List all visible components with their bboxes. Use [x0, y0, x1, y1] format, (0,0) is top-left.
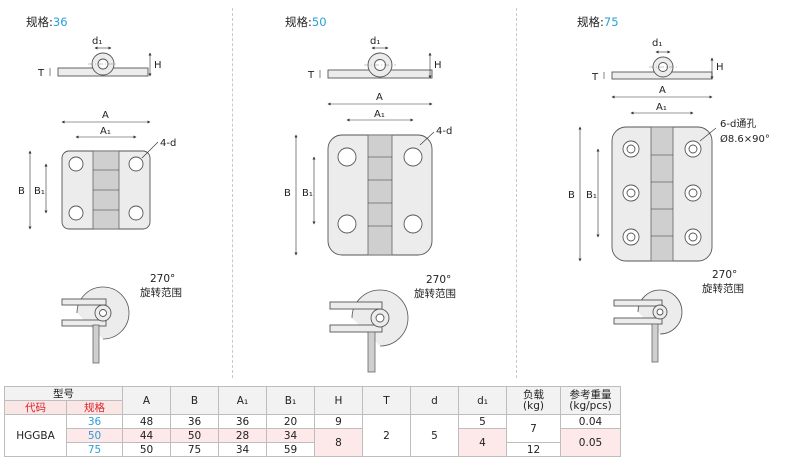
table-row: HGGBA 36 48 36 36 20 9 2 5 5 7 0.04 [4, 414, 621, 457]
cell-t: 2 [362, 414, 411, 457]
side-view-75: d₁ H T [591, 38, 724, 83]
cell-a: 44 [122, 428, 171, 443]
header-size: 规格 [66, 400, 123, 415]
cell-b1: 20 [266, 414, 315, 429]
header-model: 型号 [4, 386, 123, 401]
cell-d: 5 [410, 414, 459, 457]
dim-h-50: H [434, 60, 442, 71]
cell-a1: 36 [218, 414, 267, 429]
label-countersink-75: Ø8.6×90° [720, 133, 770, 145]
header-h: H [314, 386, 363, 415]
cell-weight: 0.04 [560, 414, 621, 429]
panel-divider-2 [516, 8, 517, 378]
rotation-view-75: 270° 旋转范围 [613, 269, 744, 363]
cell-b1: 34 [266, 428, 315, 443]
dim-b1-75: B₁ [586, 190, 597, 201]
header-a: A [122, 386, 171, 415]
rotation-angle-75: 270° [712, 269, 737, 281]
cell-size: 50 [66, 428, 123, 443]
cell-a: 50 [122, 442, 171, 457]
label-4d-36: 4-d [160, 138, 176, 149]
cell-h: 9 [314, 414, 363, 429]
dim-t-36: T [37, 68, 45, 79]
dim-a1-50: A₁ [374, 109, 385, 120]
rotation-angle-50: 270° [426, 274, 451, 286]
cell-b: 50 [170, 428, 219, 443]
spec-label-36: 规格:36 [26, 15, 68, 29]
header-t: T [362, 386, 411, 415]
dim-b-36: B [18, 186, 25, 197]
dim-d1-50: d₁ [370, 36, 380, 47]
dim-t-50: T [307, 70, 315, 81]
dim-d1-36: d₁ [92, 36, 102, 47]
table-row: 75 50 75 34 59 12 [5, 442, 621, 457]
header-b1: B₁ [266, 386, 315, 415]
cell-h: 8 [314, 428, 363, 457]
cell-size: 36 [66, 414, 123, 429]
dim-b1-50: B₁ [302, 188, 313, 199]
cell-weight: 0.05 [560, 428, 621, 457]
dim-b-50: B [284, 188, 291, 199]
spec-label-75: 规格:75 [577, 15, 619, 29]
dim-a1-75: A₁ [656, 102, 667, 113]
cell-load: 7 [506, 414, 561, 443]
header-a1: A₁ [218, 386, 267, 415]
cell-a: 48 [122, 414, 171, 429]
dim-a1-36: A₁ [100, 126, 111, 137]
rotation-caption-36: 旋转范围 [140, 286, 182, 299]
cell-size: 75 [66, 442, 123, 457]
cell-b1: 59 [266, 442, 315, 457]
rotation-caption-50: 旋转范围 [414, 287, 456, 300]
header-d1: d₁ [458, 386, 507, 415]
dim-t-75: T [591, 72, 599, 83]
cell-load: 12 [506, 442, 561, 457]
cell-b: 36 [170, 414, 219, 429]
spec-label-50: 规格:50 [285, 15, 327, 29]
cell-d1: 4 [458, 428, 507, 457]
rotation-view-50: 270° 旋转范围 [329, 274, 456, 373]
side-view-36: d₁ H T [37, 36, 162, 79]
rotation-angle-36: 270° [150, 273, 175, 285]
side-view-50: d₁ H T [307, 36, 442, 81]
cell-a1: 28 [218, 428, 267, 443]
dim-h-75: H [716, 62, 724, 73]
label-6d-75: 6-d通孔 [720, 118, 756, 130]
front-view-75: A A₁ B B₁ 6-d通孔 Ø8.6×90° [568, 85, 770, 262]
dim-a-75: A [659, 85, 666, 96]
panel-divider-1 [232, 8, 233, 378]
table-header-row: 型号 A B A₁ B₁ H T d d₁ 负载 (kg) 参考重量 (kg/p… [4, 386, 621, 415]
cell-b: 75 [170, 442, 219, 457]
cell-a1: 34 [218, 442, 267, 457]
spec-table: 型号 A B A₁ B₁ H T d d₁ 负载 (kg) 参考重量 (kg/p… [4, 386, 621, 457]
dim-b-75: B [568, 190, 575, 201]
cell-code: HGGBA [4, 414, 67, 457]
header-d: d [410, 386, 459, 415]
dim-b1-36: B₁ [34, 186, 45, 197]
rotation-view-36: 270° 旋转范围 [61, 273, 182, 364]
dim-a-36: A [102, 110, 109, 121]
front-view-36: A A₁ B B₁ 4-d [18, 110, 176, 230]
header-code: 代码 [4, 400, 67, 415]
dim-d1-75: d₁ [652, 38, 662, 49]
cell-d1: 5 [458, 414, 507, 429]
table-row: 50 44 50 28 34 8 4 0.05 [5, 428, 621, 457]
rotation-caption-75: 旋转范围 [702, 282, 744, 295]
header-b: B [170, 386, 219, 415]
dim-a-50: A [376, 92, 383, 103]
front-view-50: A A₁ B B₁ 4-d [284, 92, 452, 256]
header-weight: 参考重量 (kg/pcs) [560, 386, 621, 415]
header-load: 负载 (kg) [506, 386, 561, 415]
table-subheader-row: 代码 规格 [4, 400, 621, 415]
dim-h-36: H [154, 60, 162, 71]
label-4d-50: 4-d [436, 126, 452, 137]
